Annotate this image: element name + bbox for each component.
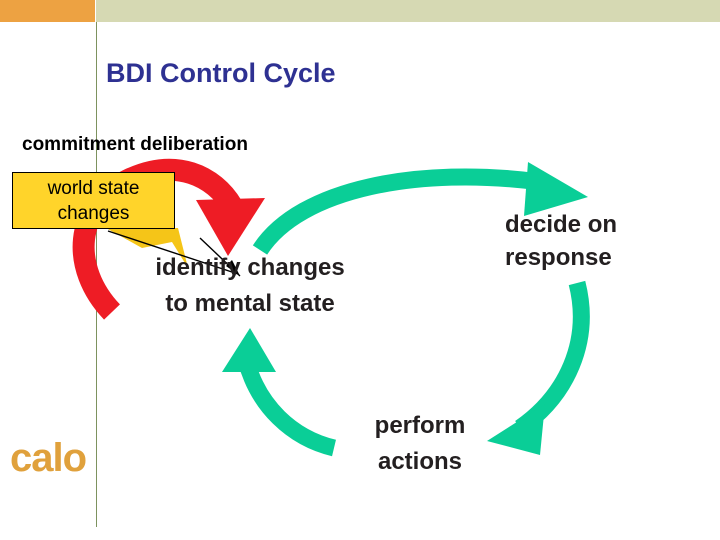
label-perform-actions: perform actions xyxy=(330,408,510,480)
label-perform-line-1: perform xyxy=(374,412,466,439)
page-title: BDI Control Cycle xyxy=(106,58,336,88)
callout-box xyxy=(12,172,175,229)
label-decide-line-1: decide on xyxy=(505,211,618,238)
identify-to-decide-arrow xyxy=(252,162,588,255)
header-bar-sage xyxy=(96,0,720,22)
label-perform-line-2: actions xyxy=(377,448,463,475)
label-decide-line-2: response xyxy=(505,244,612,271)
label-identify-line-1: identify changes xyxy=(155,254,345,281)
callout-pointer xyxy=(106,228,241,277)
decide-to-perform-arrow xyxy=(487,280,590,455)
label-identify-line-2: to mental state xyxy=(165,290,335,317)
label-identify-changes: identify changes to mental state xyxy=(100,250,400,322)
calo-logo: calo xyxy=(10,436,87,480)
label-decide-on-response: decide on response xyxy=(505,208,617,274)
label-commitment-deliberation: commitment deliberation xyxy=(22,134,248,155)
perform-to-identify-arrow xyxy=(222,328,337,457)
header-bar-orange xyxy=(0,0,95,22)
